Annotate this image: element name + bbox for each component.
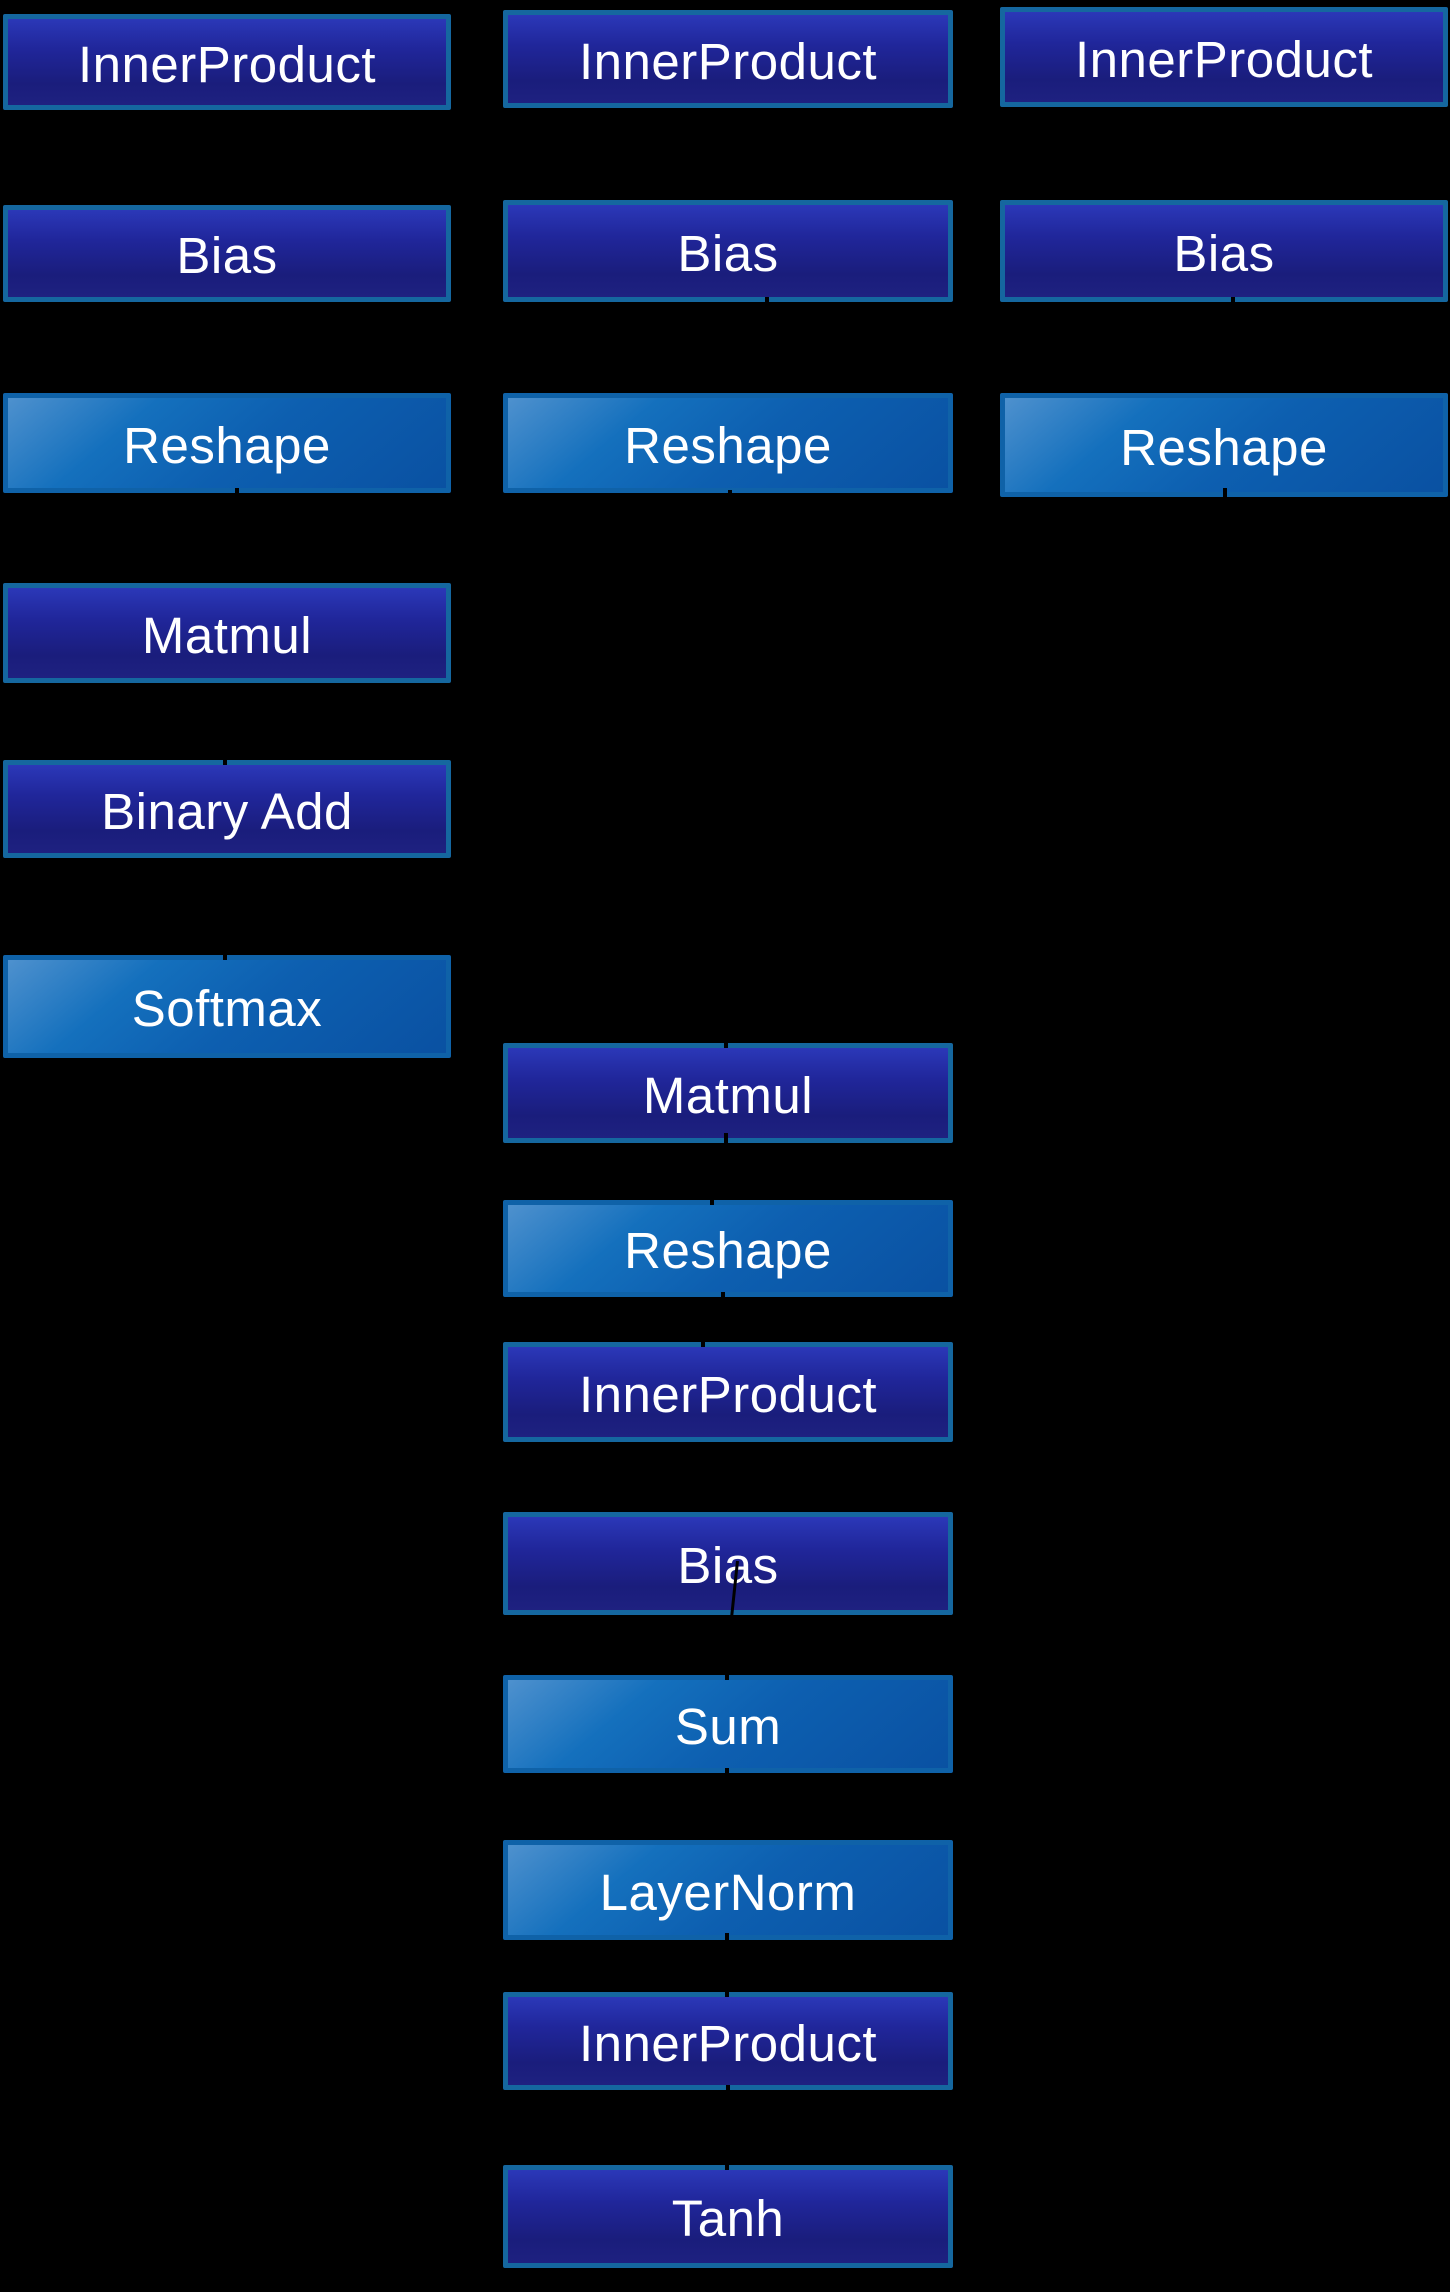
connector-arrow-mark bbox=[765, 297, 769, 307]
node-bias: Bias bbox=[503, 1512, 953, 1615]
connector-arrow-mark bbox=[725, 2160, 729, 2170]
node-label: Matmul bbox=[141, 606, 313, 664]
node-label: Tanh bbox=[671, 2190, 785, 2247]
connector-arrow-mark bbox=[725, 1933, 729, 1943]
connector-arrowhead-icon bbox=[492, 1084, 503, 1098]
node-layernorm: LayerNorm bbox=[503, 1840, 953, 1940]
connector-arrow-mark bbox=[223, 950, 227, 960]
node-label: InnerProduct bbox=[77, 35, 376, 93]
node-label: LayerNorm bbox=[599, 1863, 857, 1921]
node-bias: Bias bbox=[1000, 200, 1448, 302]
node-innerproduct: InnerProduct bbox=[1000, 7, 1448, 107]
connector-arrow-mark bbox=[726, 2085, 730, 2095]
node-bias: Bias bbox=[503, 200, 953, 302]
node-innerproduct: InnerProduct bbox=[503, 1992, 953, 2090]
node-innerproduct: InnerProduct bbox=[503, 1342, 953, 1442]
node-innerproduct: InnerProduct bbox=[3, 14, 451, 110]
node-label: Binary Add bbox=[101, 782, 353, 840]
node-label: Bias bbox=[1173, 224, 1275, 282]
connector-arrow-mark bbox=[235, 488, 239, 498]
node-label: Reshape bbox=[624, 416, 832, 474]
node-reshape: Reshape bbox=[503, 1200, 953, 1297]
connector-arrow-mark bbox=[724, 1038, 728, 1048]
connector-arrow-mark bbox=[701, 1337, 705, 1347]
node-label: Matmul bbox=[642, 1066, 814, 1124]
node-tanh: Tanh bbox=[503, 2165, 953, 2268]
connector-arrow-mark bbox=[725, 1670, 729, 1680]
connector-arrow-mark bbox=[1223, 488, 1227, 498]
node-label: Bias bbox=[677, 224, 779, 282]
node-label: InnerProduct bbox=[578, 2014, 877, 2072]
connector-arrow-mark bbox=[721, 1292, 725, 1302]
node-label: InnerProduct bbox=[1074, 30, 1373, 88]
node-sum: Sum bbox=[503, 1675, 953, 1773]
node-matmul: Matmul bbox=[3, 583, 451, 683]
node-label: Reshape bbox=[624, 1222, 832, 1279]
node-matmul: Matmul bbox=[503, 1043, 953, 1143]
node-innerproduct: InnerProduct bbox=[503, 10, 953, 108]
node-label: InnerProduct bbox=[578, 1365, 877, 1423]
connector-arrow-mark bbox=[1231, 297, 1235, 307]
node-reshape: Reshape bbox=[503, 393, 953, 493]
connector-arrowhead-icon bbox=[452, 626, 463, 640]
connector-arrow-mark bbox=[728, 490, 732, 500]
node-label: InnerProduct bbox=[578, 32, 877, 90]
node-bias: Bias bbox=[3, 205, 451, 302]
connector-arrow-mark bbox=[223, 755, 227, 765]
node-reshape: Reshape bbox=[1000, 393, 1448, 497]
connector-arrow-mark bbox=[710, 1195, 714, 1205]
connector-arrow-mark bbox=[725, 1987, 729, 1997]
node-softmax: Softmax bbox=[3, 955, 451, 1058]
connector-arrow-mark bbox=[724, 1133, 728, 1143]
node-reshape: Reshape bbox=[3, 393, 451, 493]
node-binary-add: Binary Add bbox=[3, 760, 451, 858]
node-label: Reshape bbox=[123, 416, 331, 474]
node-label: Bias bbox=[176, 227, 278, 284]
connector-arrow-mark bbox=[725, 1768, 729, 1778]
node-label: Reshape bbox=[1120, 418, 1328, 476]
node-label: Bias bbox=[677, 1537, 779, 1594]
node-label: Sum bbox=[674, 1697, 782, 1755]
node-label: Softmax bbox=[131, 980, 323, 1037]
